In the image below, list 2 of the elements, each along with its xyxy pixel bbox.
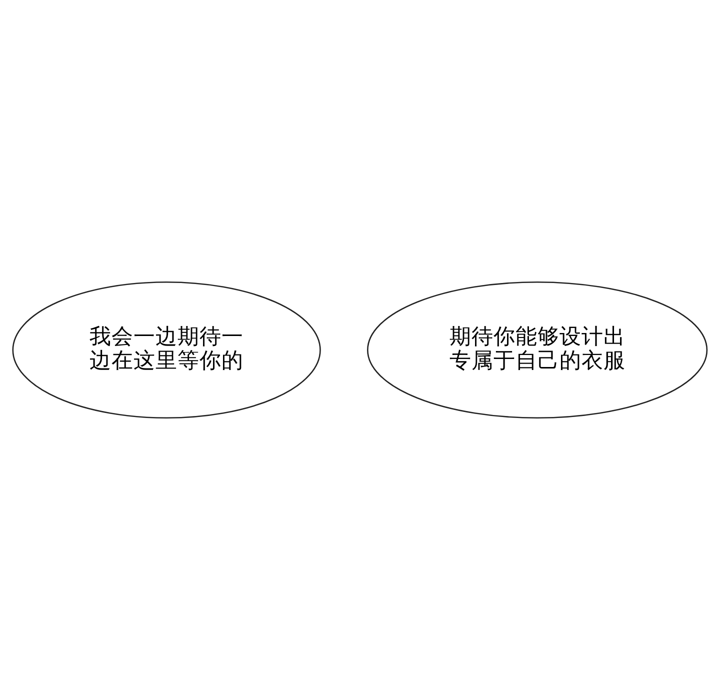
node-ellipse: 期待你能够设计出专属于自己的衣服 xyxy=(367,281,708,419)
node-ellipse: 我会一边期待一边在这里等你的 xyxy=(12,281,321,419)
